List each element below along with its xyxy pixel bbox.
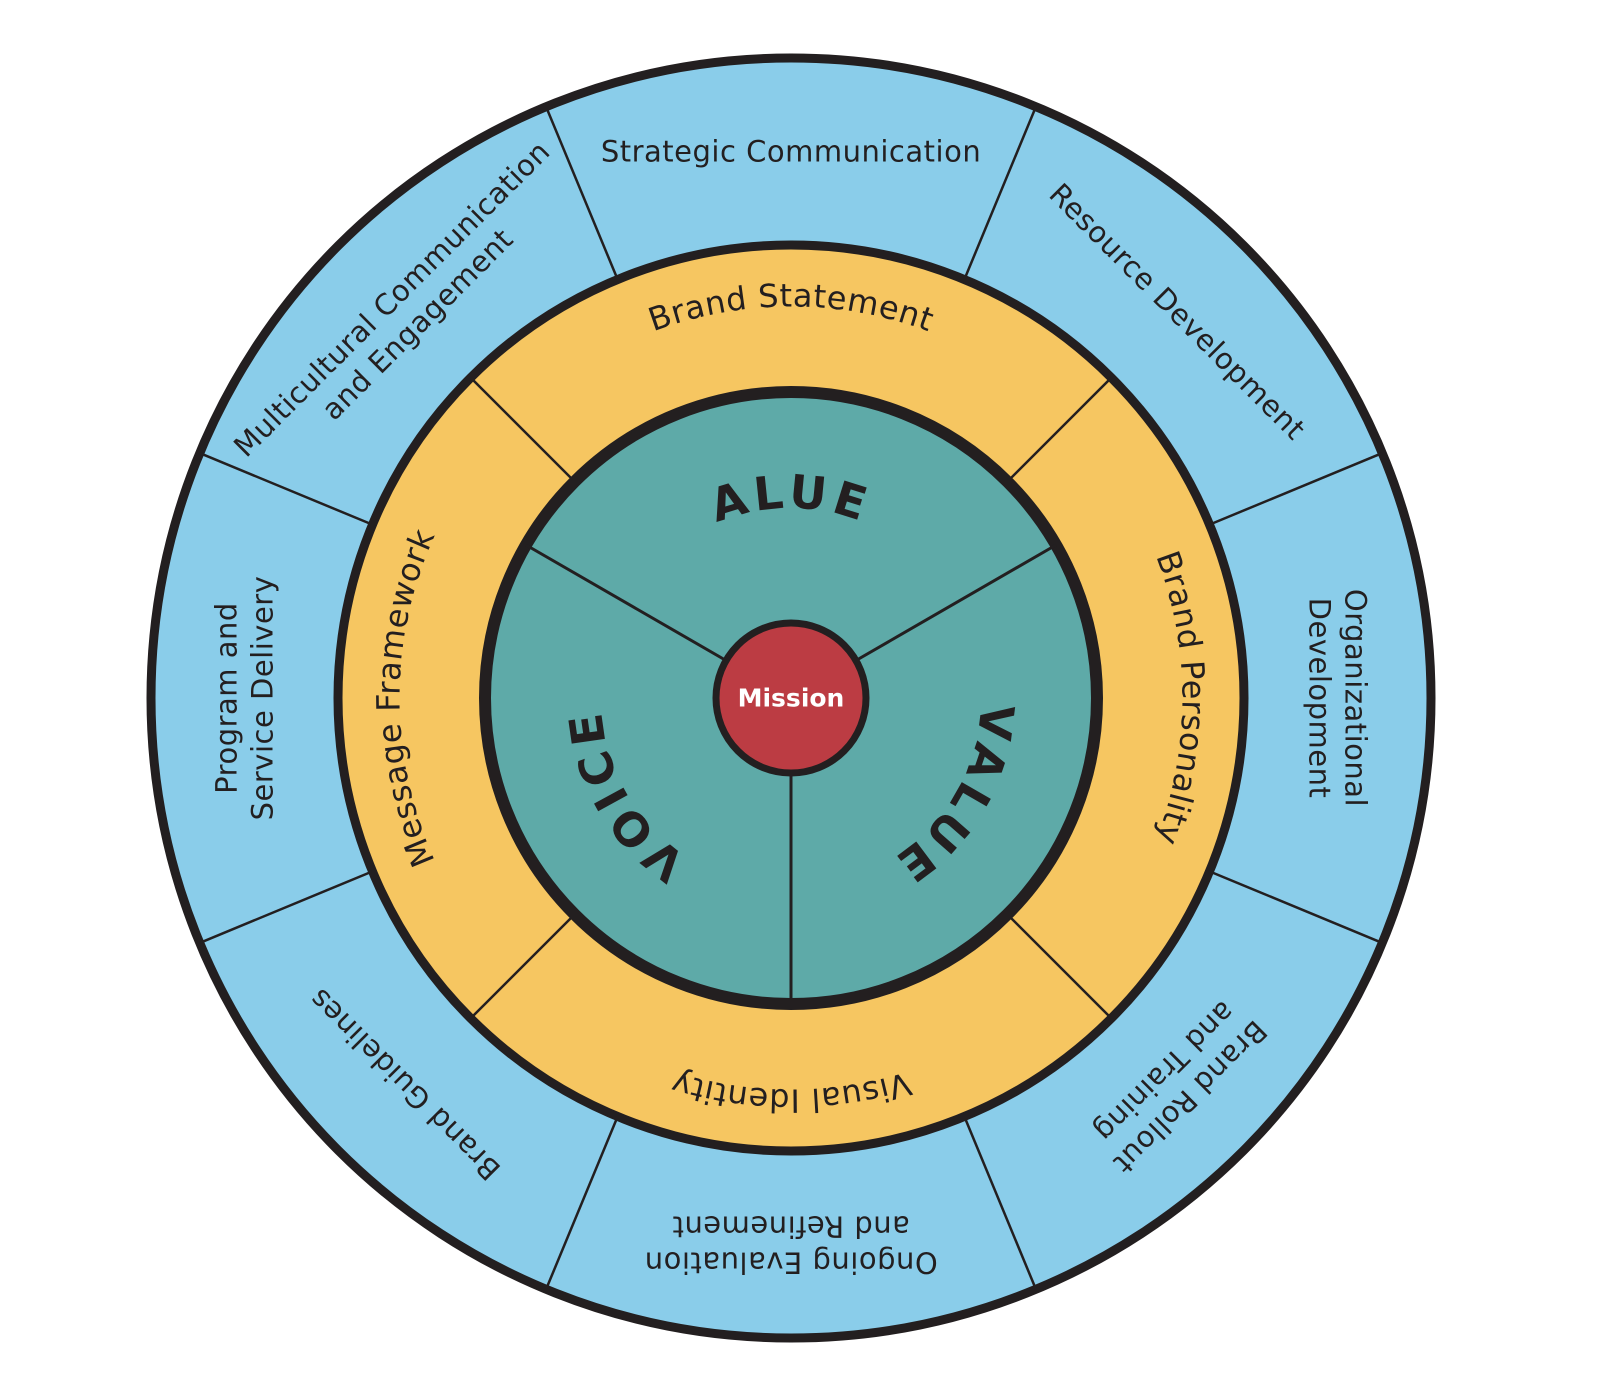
outer-ring-divider [963, 106, 1038, 280]
outer-segment-label: Strategic Communication [601, 135, 981, 169]
outer-ring-divider [544, 106, 619, 280]
outer-segment-label: Ongoing Evaluation [644, 1246, 937, 1280]
core-divider [525, 543, 727, 662]
outer-segment-label: Organizational [1339, 589, 1373, 807]
middle-ring-divider [1006, 376, 1113, 483]
outer-ring-divider [199, 870, 373, 945]
mission-label: Mission [738, 684, 845, 713]
outer-segment-label: Service Delivery [246, 576, 280, 821]
middle-ring-divider [469, 913, 576, 1020]
mission-circle-shape [712, 619, 870, 777]
mission-circle: Mission [712, 619, 870, 777]
outer-ring-divider [199, 451, 373, 526]
outer-segment-label: Development [1303, 598, 1337, 799]
outer-ring-divider [1209, 451, 1383, 526]
outer-segment-label: and Refinement [672, 1210, 910, 1244]
core-divider [855, 543, 1057, 662]
middle-ring-divider [469, 376, 576, 483]
middle-ring-divider [1006, 913, 1113, 1020]
outer-ring-divider [963, 1116, 1038, 1290]
outer-ring-divider [544, 1116, 619, 1290]
outer-segment-label: Program and [210, 602, 244, 794]
outer-segment: Strategic Communication [601, 135, 981, 169]
outer-ring-divider [1209, 870, 1383, 945]
